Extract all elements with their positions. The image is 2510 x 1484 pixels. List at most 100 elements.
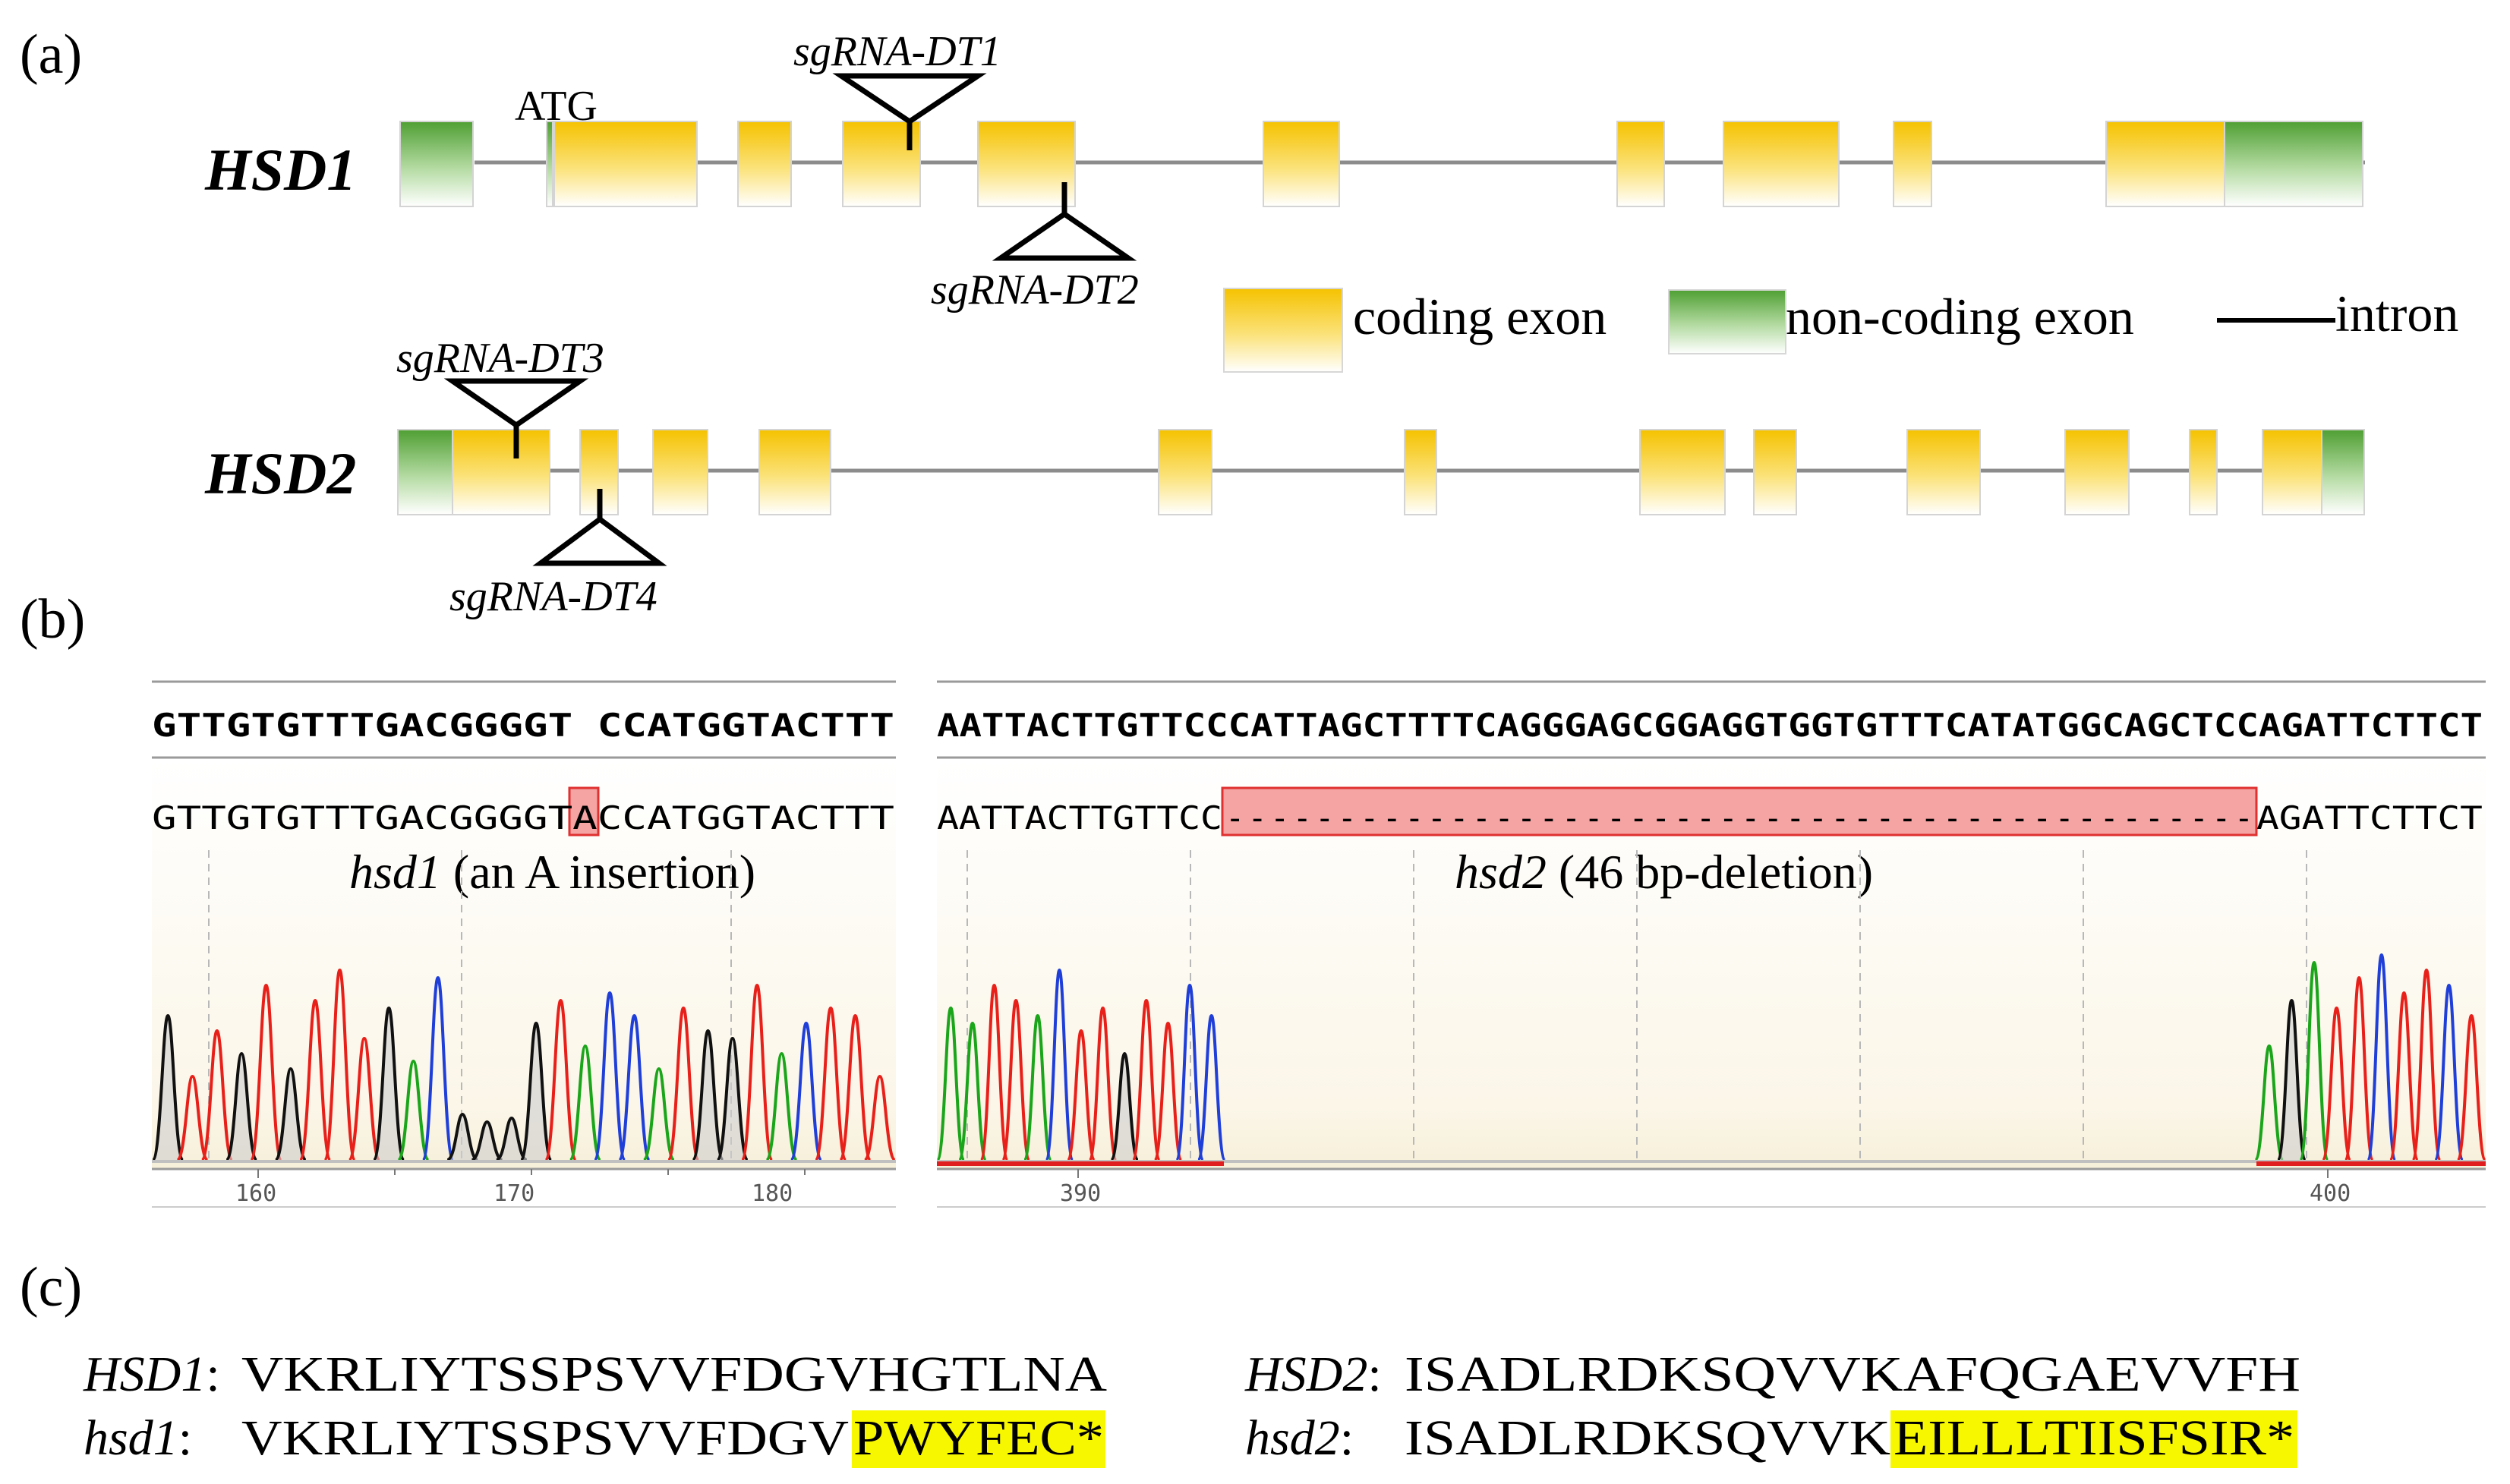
trace-peak [200,1029,234,1161]
coding-exon-9 [1723,121,1840,207]
coding-exon-3 [553,121,698,207]
hsd1-mutation-desc: (an A insertion) [441,845,755,899]
coding-exon-5 [758,429,831,515]
noncoding-exon-14 [2321,429,2365,515]
hsd2-exons [397,429,2365,515]
hsd2-wt-seq: ISADLRDKSQVVKAFQGAEVVFH [1405,1347,2300,1402]
legend-noncoding-swatch [1668,289,1786,354]
coding-exon-10 [1893,121,1932,207]
sgrna-dt1-label: sgRNA-DT1 [793,28,1001,75]
hsd1-ticks [257,1169,806,1178]
hsd2-grid [966,850,2307,1161]
panel-label-a: (a) [20,24,82,86]
coding-exon-6 [977,121,1076,207]
hsd2-reference-sequence: AATTACTTGTTCCCATTAGCTTTTCAGGGAGCGGAGGTGG… [937,707,2483,744]
trace-peak [593,991,627,1161]
trace-peak [1087,1006,1118,1161]
hsd1-mutant-suffix: CCATGGTACTTT [598,799,894,837]
trace-peak [495,1116,528,1161]
trace-peak [814,1006,848,1161]
trace-peak [471,1120,503,1161]
trace-peak [225,1051,259,1161]
trace-peak [396,1059,430,1161]
coding-exon-10 [1906,429,1981,515]
chromatogram-hsd1: GTTGTGTTTGACGGGGT CCATGGTACTTT GTTGTGTTT… [151,680,897,1208]
hsd2-wt-label: HSD2 [1244,1347,1367,1402]
noncoding-exon-1 [397,429,453,515]
atg-start-codon: ATG [515,83,598,130]
hsd1-wt-seq: VKRLIYTSSPSVVFDGVHGTLNA [241,1347,1107,1402]
trace-peak [1109,1051,1140,1161]
sgrna-dt3-label: sgRNA-DT3 [396,335,604,382]
trace-peak [1153,1021,1184,1161]
trace-peak [2411,968,2442,1161]
chromatogram-hsd2: AATTACTTGTTCCCATTAGCTTTTCAGGGAGCGGAGGTGG… [935,680,2487,1208]
hsd2-mutant-suffix: AGATTCTTCT [2256,799,2483,837]
trace-peak [691,1029,725,1161]
hsd1-mutant-prefix: GTTGTGTTTGACGGGGT [152,799,572,837]
protein-comparison-hsd1: HSD1: VKRLIYTSSPSVVFDGVHGTLNA hsd1:VKRLI… [83,1347,1107,1468]
trace-peak [372,1006,406,1161]
trace-peak [838,1013,872,1161]
coding-exon-7 [1263,121,1340,207]
legend-coding-label: coding exon [1353,288,1607,345]
trace-peak [151,1013,185,1161]
coding-exon-7 [1404,429,1437,515]
exon-legend: coding exon non-coding exon intron [1223,285,2458,373]
coding-exon-9 [1753,429,1797,515]
coding-exon-2 [452,429,550,515]
trace-peak [789,1021,823,1161]
hsd1-tick-170: 170 [493,1180,534,1207]
hsd1-mutation-gene: hsd1 [349,845,441,899]
trace-peak [1044,968,1075,1161]
hsd1-mut-protein: hsd1:VKRLIYTSSPSVVFDGVPWYFEC* [84,1410,1104,1466]
legend-noncoding-label: non-coding exon [1786,288,2134,345]
trace-peak [1131,998,1162,1161]
hsd2-deletion-box [1221,786,2258,837]
trace-peak [2253,1044,2285,1161]
trace-peak [862,1074,897,1161]
trace-peak [2366,953,2398,1161]
hsd2-mut-protein: hsd2:ISADLRDKSQVVKEILLLTIISFSIR* [1245,1410,2294,1466]
hsd1-grid [208,850,732,1161]
trace-peak [667,1006,701,1161]
hsd2-frameshift-highlight [1890,1410,2297,1468]
trace-peak [249,983,283,1161]
hsd2-mut-seq: ISADLRDKSQVVK [1405,1410,1890,1466]
sgrna-dt3-marker: sgRNA-DT3 [396,335,604,458]
protein-comparison-hsd2: HSD2: ISADLRDKSQVVKAFQGAEVVFH hsd2:ISADL… [1244,1347,2300,1468]
hsd1-wt-label: HSD1 [83,1347,206,1402]
panel-label-c: (c) [20,1256,82,1319]
coding-exon-13 [2262,429,2322,515]
trace-peak [765,1051,799,1161]
trace-peak [2343,975,2375,1161]
trace-peak [347,1036,381,1161]
trace-peak [1066,1029,1096,1161]
trace-peak [715,1036,749,1161]
legend-coding-swatch [1223,288,1343,373]
coding-exon-4 [737,121,792,207]
hsd2-wt-protein: HSD2: ISADLRDKSQVVKAFQGAEVVFH [1244,1347,2300,1402]
trace-peak [273,1067,307,1161]
hsd2-gene-model: HSD2 sgRNA-DT3 sgRNA-DT4 [204,335,2365,620]
hsd2-gene-label: HSD2 [204,440,356,506]
trace-peak [544,998,578,1161]
sgrna-dt4-label: sgRNA-DT4 [449,573,657,620]
hsd2-mutant-prefix: AATTACTTGTTCC [937,799,1222,837]
coding-exon-11 [2105,121,2225,207]
hsd1-inserted-base: A [572,799,598,837]
trace-peak [323,968,357,1161]
trace-peak [2433,983,2464,1161]
trace-peak [2321,1006,2352,1161]
hsd1-tick-180: 180 [752,1180,793,1207]
hsd1-mut-label: hsd1 [84,1410,178,1466]
trace-peak [175,1074,210,1161]
legend-intron-label: intron [2335,285,2458,342]
trace-peak [2298,960,2330,1161]
noncoding-exon-2 [546,121,553,207]
sgrna-dt2-label: sgRNA-DT2 [931,266,1139,313]
trace-peak [446,1112,479,1161]
hsd1-insertion-box [568,786,600,837]
